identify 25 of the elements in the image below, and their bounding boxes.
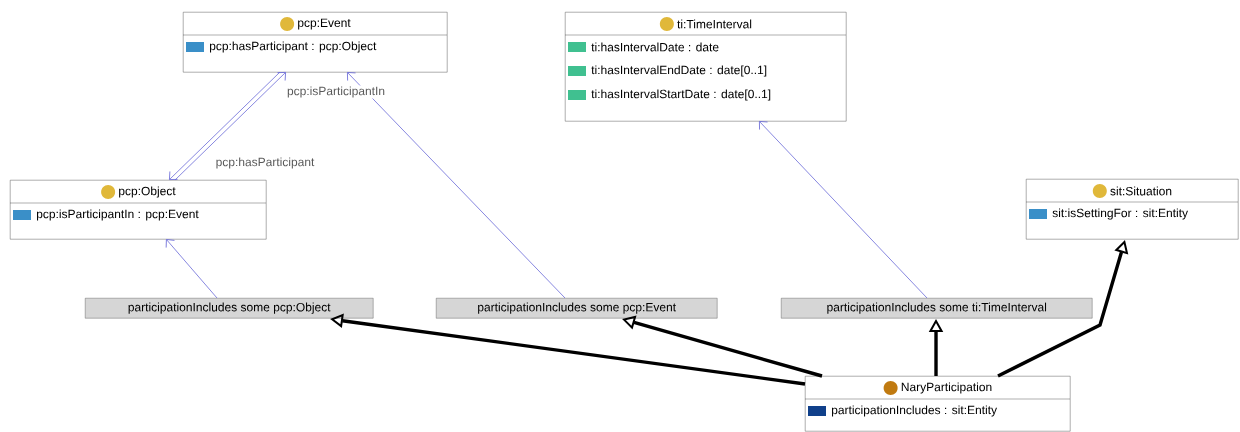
property-label: ti:hasIntervalStartDate : date[0..1] xyxy=(591,89,771,101)
property-arrow xyxy=(759,121,928,299)
property-label: ti:hasIntervalEndDate : date[0..1] xyxy=(591,65,767,77)
edge-label: pcp:isParticipantIn xyxy=(286,85,387,99)
property-label: participationIncludes : sit:Entity xyxy=(832,405,997,417)
class-name: pcp:Object xyxy=(119,186,176,198)
property-arrow xyxy=(347,72,566,299)
class-name: NaryParticipation xyxy=(901,382,992,394)
property-arrow xyxy=(165,239,218,299)
class-name: pcp:Event xyxy=(298,18,351,30)
restriction-box: participationIncludes some pcp:Object xyxy=(85,298,374,319)
restriction-box: participationIncludes some pcp:Event xyxy=(436,298,718,319)
class-name: ti:TimeInterval xyxy=(677,19,752,29)
restriction-box: participationIncludes some ti:TimeInterval xyxy=(781,298,1093,319)
class-box xyxy=(9,180,267,240)
class-name: sit:Situation xyxy=(1110,186,1172,196)
property-label: pcp:hasParticipant : pcp:Object xyxy=(209,41,377,53)
property-label: sit:isSettingFor : sit:Entity xyxy=(1052,208,1188,220)
property-label: pcp:isParticipantIn : pcp:Event xyxy=(36,209,199,221)
edge-label: pcp:hasParticipant xyxy=(214,156,316,170)
class-box xyxy=(1025,179,1239,240)
property-label: ti:hasIntervalDate : date xyxy=(591,42,719,52)
class-box xyxy=(564,12,847,122)
class-box xyxy=(182,12,448,73)
class-box xyxy=(804,376,1071,432)
